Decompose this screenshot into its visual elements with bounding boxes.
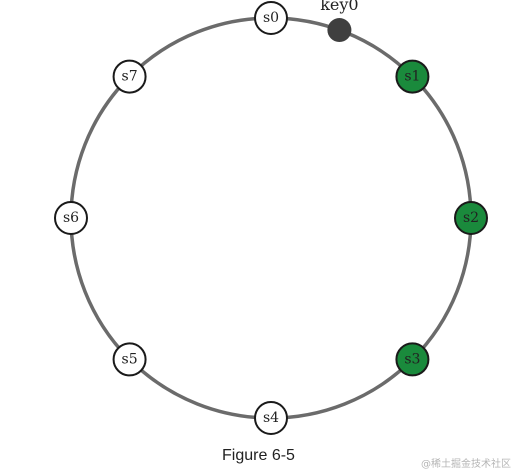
server-node-label: s4 [263, 410, 279, 426]
server-node-circle [395, 59, 430, 94]
figure-caption: Figure 6-5 [222, 447, 295, 464]
key-group: key0 [320, 0, 359, 43]
server-node-label: s5 [122, 351, 138, 367]
server-node-circle [254, 401, 288, 435]
server-node-s6: s6 [54, 201, 88, 235]
server-node-label: s3 [404, 351, 420, 367]
server-node-label: s2 [463, 210, 479, 226]
server-node-circle [112, 59, 147, 94]
server-node-s5: s5 [112, 342, 147, 377]
key-dot [327, 18, 352, 43]
server-node-circle [54, 201, 88, 235]
server-node-circle [395, 342, 430, 377]
server-node-label: s7 [122, 69, 138, 85]
server-node-s0: s0 [254, 1, 288, 35]
watermark: @稀土掘金技术社区 [421, 459, 511, 470]
server-node-circle [112, 342, 147, 377]
server-node-label: s0 [263, 10, 279, 26]
server-node-label: s6 [63, 210, 79, 226]
server-node-s1: s1 [395, 59, 430, 94]
server-node-circle [454, 201, 488, 235]
server-nodes: s0 s1 s2 s3 s4 s5 s6 s7 [54, 1, 488, 435]
key-label: key0 [320, 0, 358, 14]
server-node-label: s1 [404, 69, 420, 85]
server-node-circle [254, 1, 288, 35]
server-node-s3: s3 [395, 342, 430, 377]
server-node-s4: s4 [254, 401, 288, 435]
server-node-s7: s7 [112, 59, 147, 94]
server-node-s2: s2 [454, 201, 488, 235]
